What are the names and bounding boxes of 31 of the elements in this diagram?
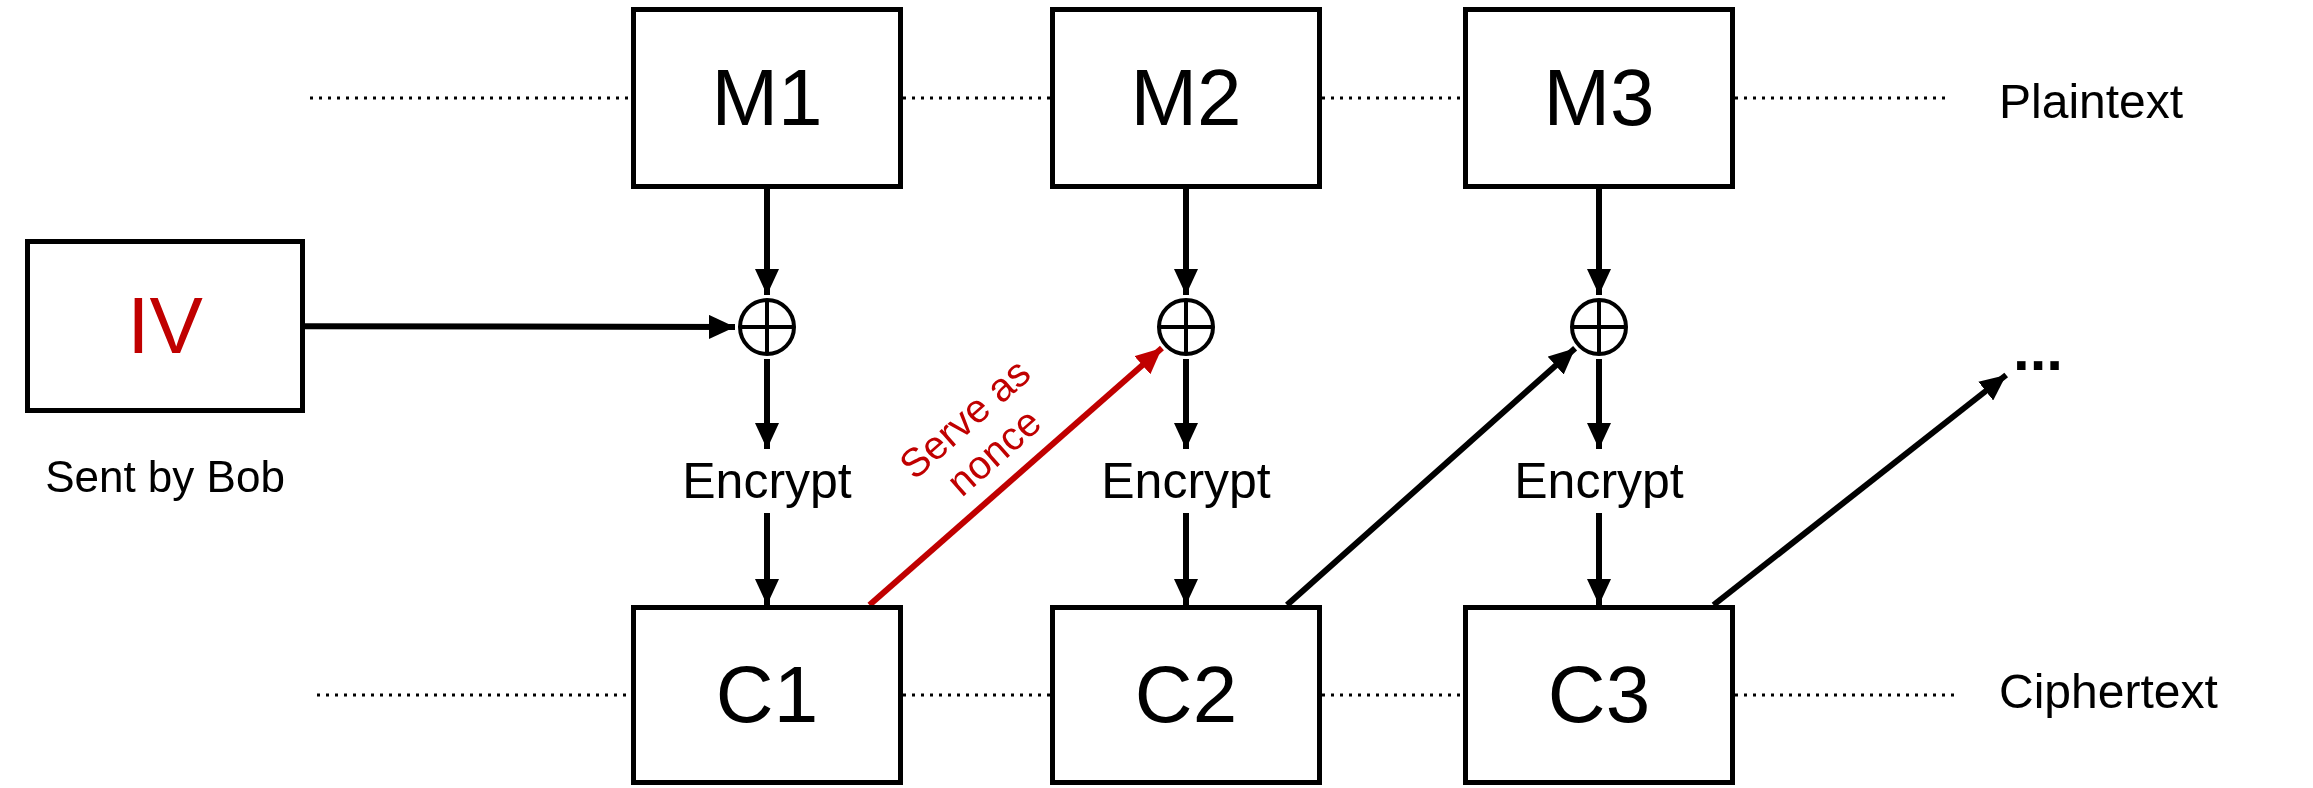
block-box: C1 bbox=[631, 605, 903, 785]
block-box: C3 bbox=[1463, 605, 1735, 785]
block-box: M3 bbox=[1463, 7, 1735, 189]
block-box: M2 bbox=[1050, 7, 1322, 189]
block-box: C2 bbox=[1050, 605, 1322, 785]
row-label: Plaintext bbox=[1999, 78, 2184, 126]
arrow bbox=[305, 314, 735, 339]
arrow bbox=[1174, 359, 1198, 449]
ellipsis-text: ... bbox=[2000, 325, 2076, 375]
xor-symbol bbox=[737, 297, 797, 357]
dotted-line bbox=[1322, 96, 1463, 100]
dotted-line bbox=[310, 96, 631, 100]
dotted-line bbox=[903, 96, 1050, 100]
arrow bbox=[1174, 189, 1198, 295]
block-box: IV bbox=[25, 239, 305, 413]
node-label: Sent by Bob bbox=[44, 455, 286, 499]
arrow bbox=[1174, 513, 1198, 605]
arrow bbox=[1587, 189, 1611, 295]
arrow bbox=[755, 513, 779, 605]
row-label: Ciphertext bbox=[1999, 668, 2218, 716]
block-box: M1 bbox=[631, 7, 903, 189]
arrow bbox=[755, 189, 779, 295]
dotted-line bbox=[1735, 96, 1947, 100]
arrow bbox=[1587, 359, 1611, 449]
xor-symbol bbox=[1569, 297, 1629, 357]
dotted-line bbox=[903, 693, 1050, 697]
dotted-line bbox=[1322, 693, 1463, 697]
dotted-line bbox=[1735, 693, 1954, 697]
arrow bbox=[755, 359, 779, 449]
xor-symbol bbox=[1156, 297, 1216, 357]
arrow bbox=[1587, 513, 1611, 605]
